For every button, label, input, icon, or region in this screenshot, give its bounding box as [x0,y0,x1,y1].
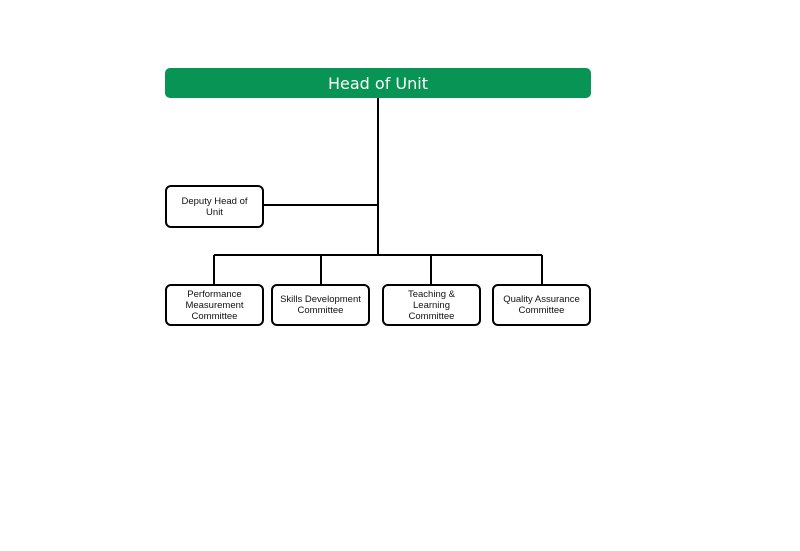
committee-label: Performance Measurement Committee [185,288,244,322]
deputy-head-label: Deputy Head of Unit [181,195,248,218]
deputy-head-node: Deputy Head of Unit [165,185,264,228]
head-of-unit-node: Head of Unit [165,68,591,98]
quality-assurance-committee-node: Quality Assurance Committee [492,284,591,326]
committee-label: Skills Development Committee [280,294,361,316]
committee-label: Teaching & Learning Committee [407,288,455,322]
head-of-unit-label: Head of Unit [328,73,428,93]
teaching-learning-committee-node: Teaching & Learning Committee [382,284,481,326]
performance-measurement-committee-node: Performance Measurement Committee [165,284,264,326]
committee-label: Quality Assurance Committee [503,294,580,316]
skills-development-committee-node: Skills Development Committee [271,284,370,326]
